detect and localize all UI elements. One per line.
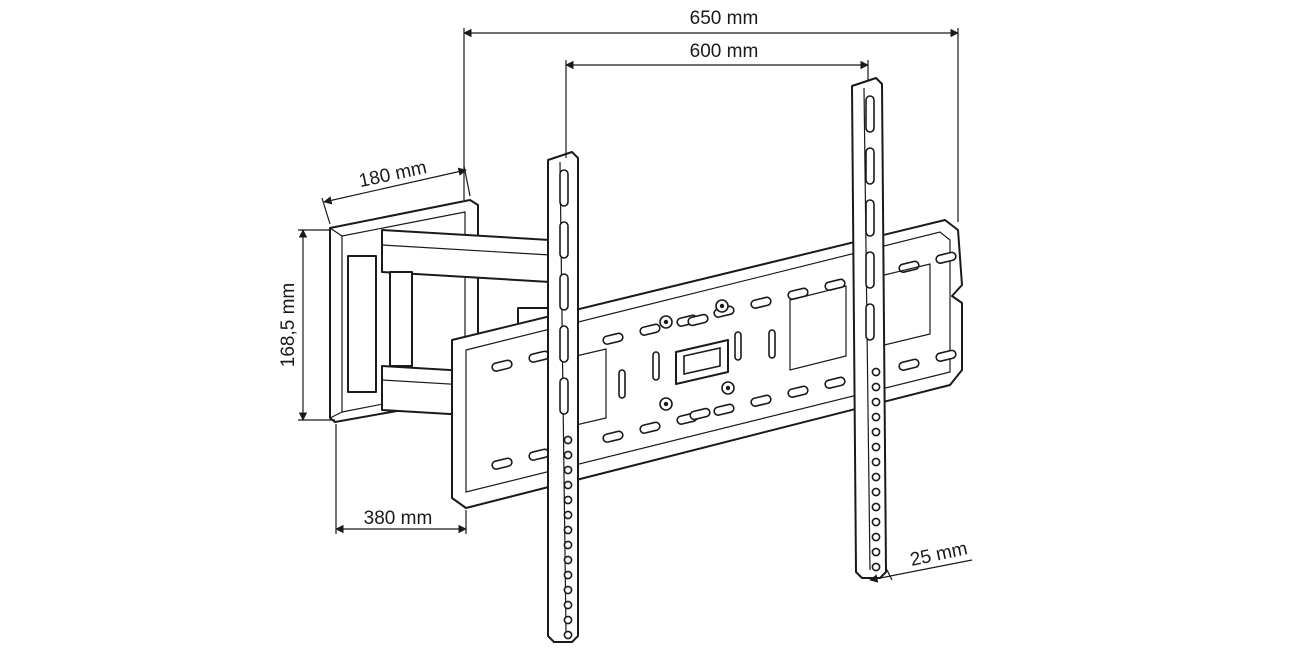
vertical-slot bbox=[618, 369, 626, 399]
swing-arm-upper bbox=[381, 229, 551, 283]
rail-slot bbox=[865, 303, 875, 341]
rail-hole bbox=[871, 487, 881, 497]
dimension-label-vesa-width: 600 mm bbox=[690, 41, 759, 62]
mounting-hole-center bbox=[725, 385, 731, 391]
rail-slot bbox=[559, 169, 569, 207]
rail-hole bbox=[871, 472, 881, 482]
crossbar-slot bbox=[787, 385, 809, 398]
crossbar-slot bbox=[491, 359, 513, 372]
rail-hole bbox=[563, 600, 573, 610]
crossbar-slot bbox=[935, 349, 957, 363]
rail-hole bbox=[871, 547, 881, 557]
rail-slot bbox=[559, 221, 569, 259]
rail-hole bbox=[871, 562, 881, 572]
rail-hole bbox=[563, 510, 573, 520]
dimension-label-overall-width: 650 mm bbox=[690, 8, 759, 29]
rail-hole bbox=[871, 442, 881, 452]
vertical-rail-right bbox=[851, 77, 887, 579]
dimension-overall-width: 650 mm bbox=[463, 8, 959, 222]
crossbar-slot bbox=[750, 394, 772, 407]
crossbar-slot bbox=[689, 407, 711, 421]
rail-hole bbox=[871, 457, 881, 467]
rail-slot bbox=[559, 325, 569, 363]
dimension-wall-plate-height: 168,5 mm bbox=[278, 229, 335, 421]
crossbar-slot bbox=[935, 251, 957, 265]
rail-hole bbox=[563, 585, 573, 595]
dimension-max-extension: 380 mm bbox=[335, 424, 467, 534]
rail-hole bbox=[871, 397, 881, 407]
rail-slot bbox=[559, 377, 569, 415]
rail-hole bbox=[871, 427, 881, 437]
crossbar-slot bbox=[602, 332, 624, 345]
center-lock-bracket bbox=[675, 339, 729, 385]
crossbar-slot bbox=[898, 260, 920, 273]
rail-hole bbox=[563, 540, 573, 550]
mounting-hole-center bbox=[663, 319, 669, 325]
rail-slot bbox=[865, 147, 875, 185]
rail-hole bbox=[871, 532, 881, 542]
rail-hole bbox=[871, 382, 881, 392]
crossbar-slot bbox=[898, 358, 920, 371]
rail-slot bbox=[865, 251, 875, 289]
rail-slot bbox=[865, 95, 875, 133]
rail-hole bbox=[563, 495, 573, 505]
dimension-vesa-width: 600 mm bbox=[565, 41, 869, 158]
rail-hole bbox=[563, 480, 573, 490]
crossbar-slot bbox=[687, 313, 709, 327]
crossbar-slot bbox=[750, 296, 772, 309]
rail-hole bbox=[871, 502, 881, 512]
crossbar-plate bbox=[451, 219, 963, 509]
rail-hole bbox=[563, 450, 573, 460]
rail-hole bbox=[563, 630, 573, 640]
rail-hole bbox=[871, 412, 881, 422]
rail-hole bbox=[563, 525, 573, 535]
rail-hole bbox=[871, 367, 881, 377]
rail-hole bbox=[563, 555, 573, 565]
rail-hole bbox=[563, 465, 573, 475]
rail-hole bbox=[563, 435, 573, 445]
rail-slot bbox=[865, 199, 875, 237]
crossbar-slot bbox=[713, 403, 735, 416]
crossbar-slot bbox=[639, 323, 661, 336]
dimension-label-wall-plate-height: 168,5 mm bbox=[278, 283, 299, 367]
crossbar-slot bbox=[602, 430, 624, 443]
dimension-label-max-extension: 380 mm bbox=[364, 508, 433, 529]
rail-slot bbox=[559, 273, 569, 311]
rail-hole bbox=[563, 615, 573, 625]
vertical-slot bbox=[768, 329, 776, 359]
vertical-slot bbox=[734, 331, 742, 361]
crossbar-slot bbox=[491, 457, 513, 470]
rail-hole bbox=[563, 570, 573, 580]
crossbar-slot bbox=[639, 421, 661, 434]
rail-hole bbox=[871, 517, 881, 527]
vertical-slot bbox=[652, 351, 660, 381]
vertical-rail-left bbox=[547, 151, 579, 643]
mounting-hole-center bbox=[719, 303, 725, 309]
crossbar-slot bbox=[824, 376, 846, 389]
mounting-hole-center bbox=[663, 401, 669, 407]
